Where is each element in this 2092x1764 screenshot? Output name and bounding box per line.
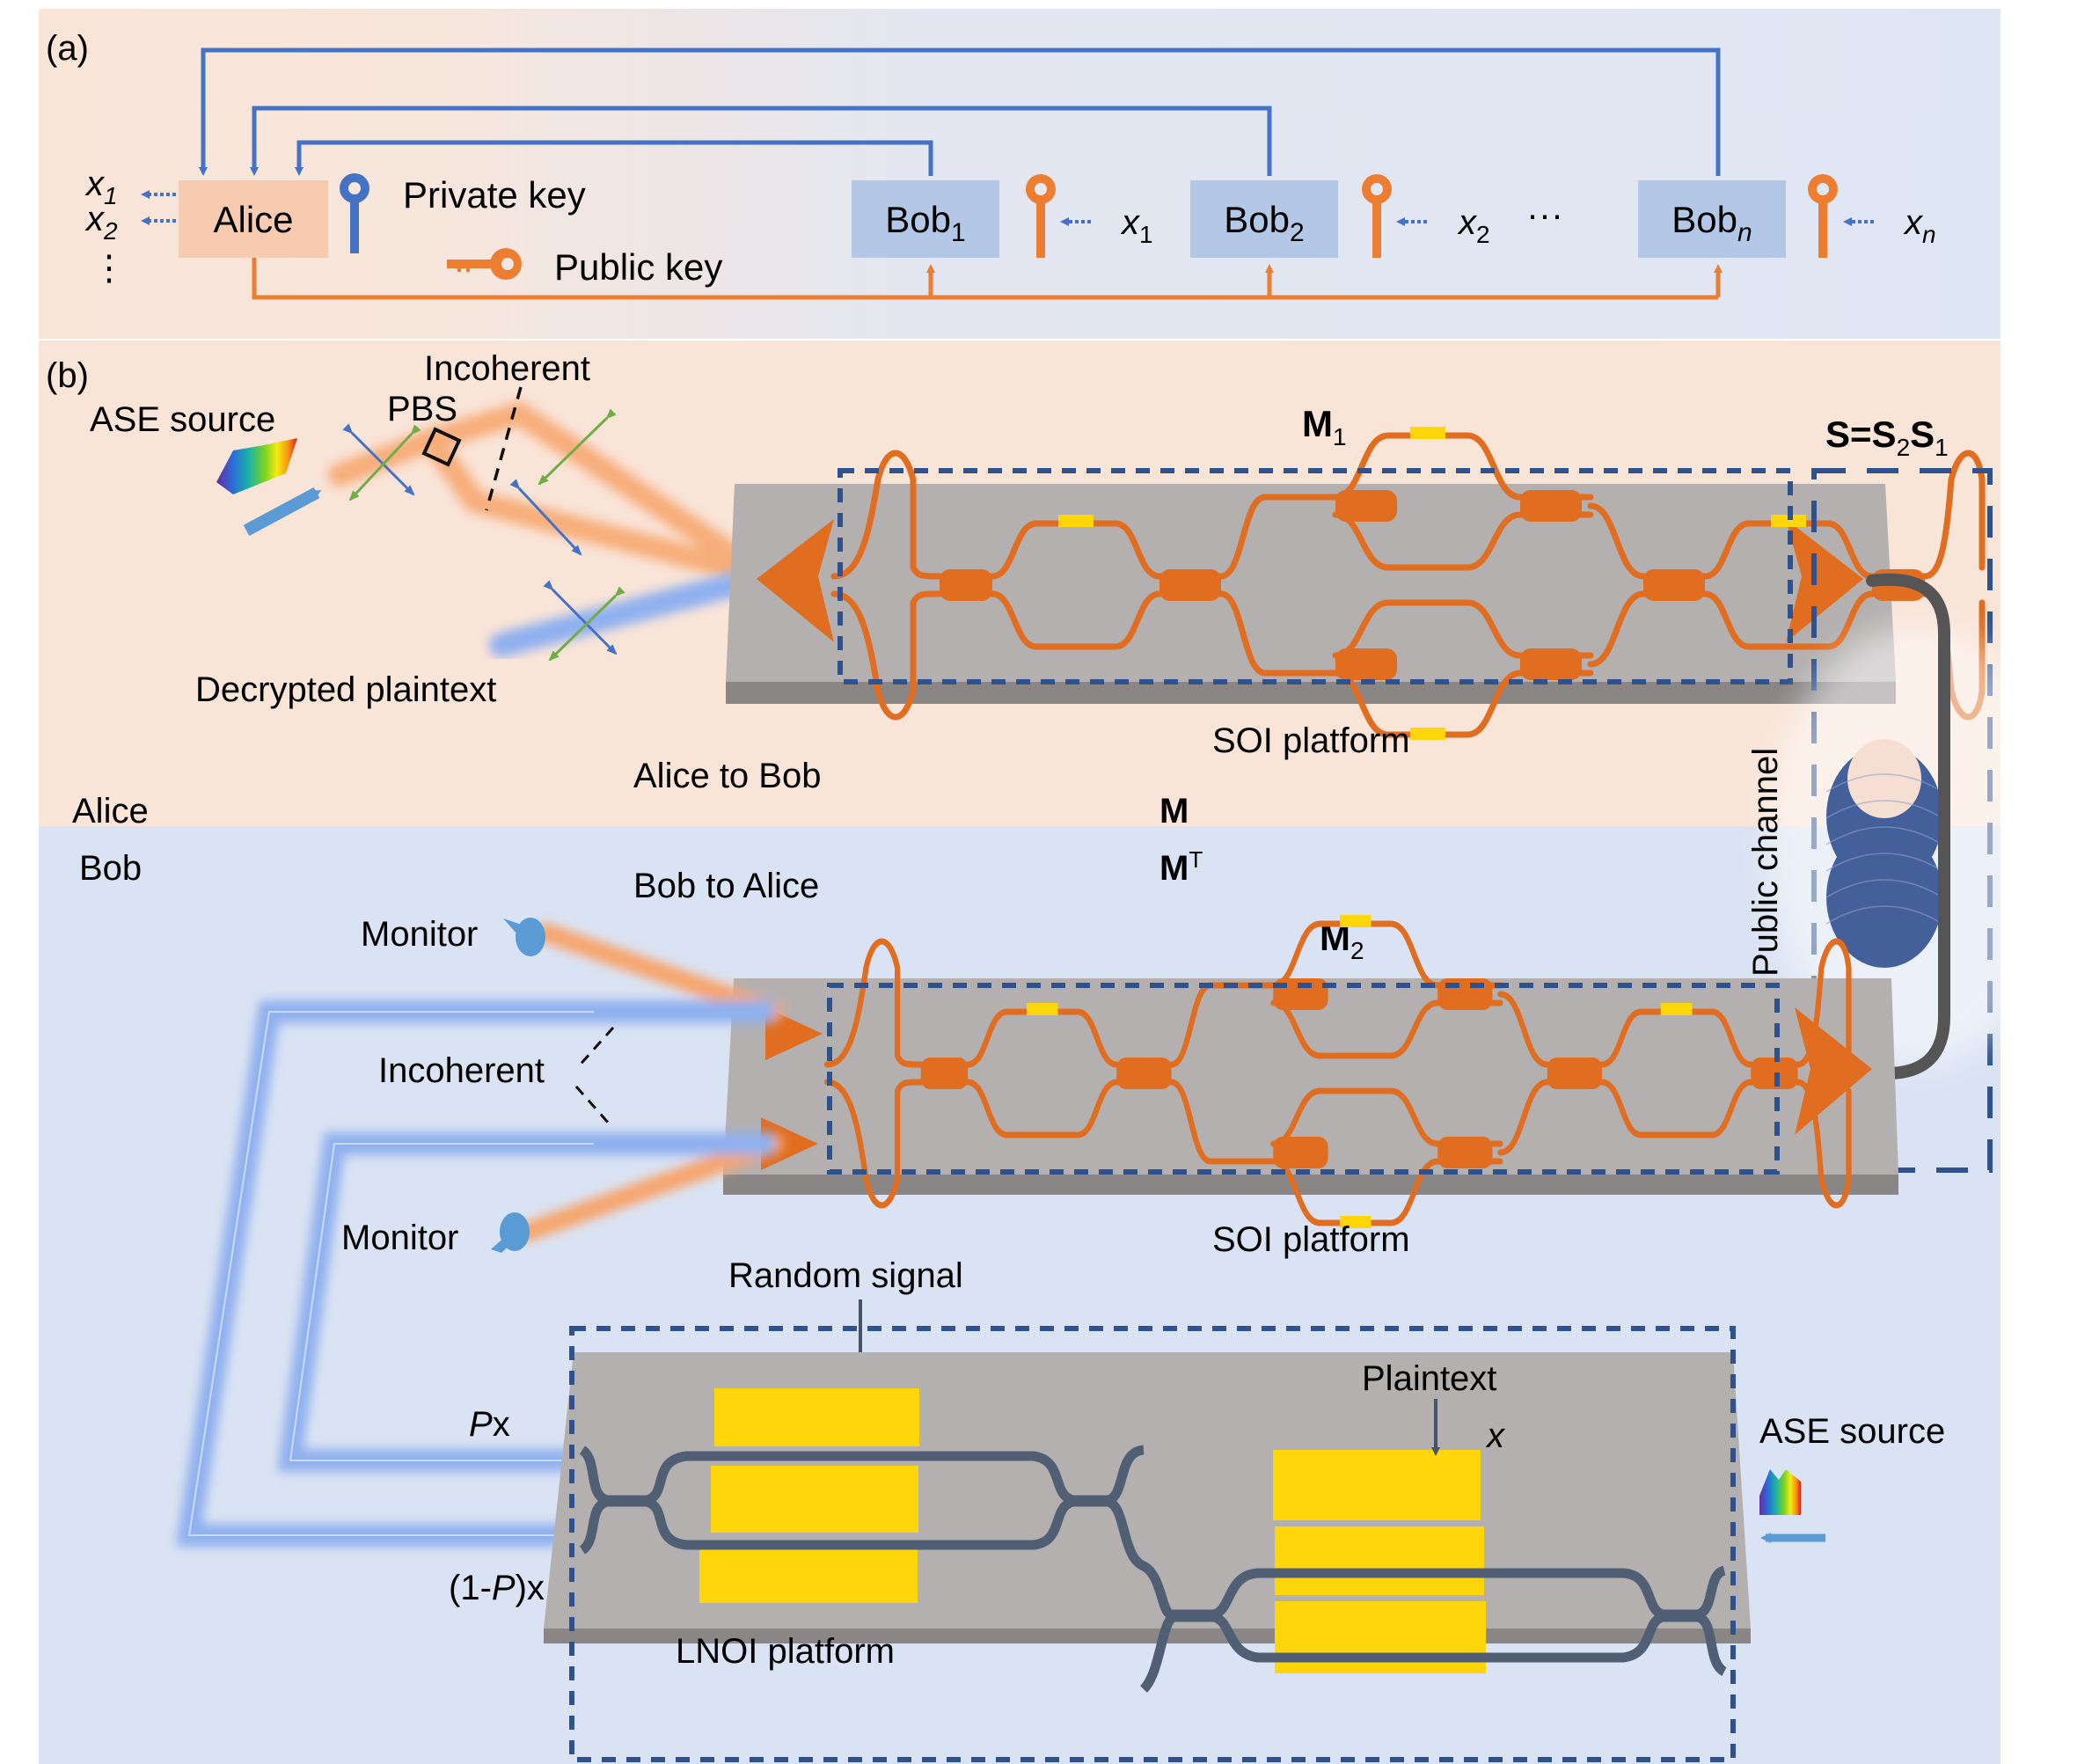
alice-box [179, 180, 328, 258]
incoherent-divider [485, 386, 523, 511]
ase-source-bottom-label: ASE source [1759, 1412, 1945, 1451]
pbs-cube-icon [421, 427, 462, 467]
monitor-bottom-icon [491, 1212, 530, 1253]
bob-input-xn: xn [1903, 203, 1936, 248]
legend-mt-label: MT [1159, 846, 1203, 888]
m1-label: M1 [1302, 403, 1347, 450]
alice-output-more: ⋮ [91, 249, 127, 288]
bob-node-2: Bob2 [1190, 180, 1338, 258]
panel-b-label: (b) [46, 356, 89, 395]
ase-input-arrow-icon [243, 487, 322, 537]
public-key-icon [1808, 174, 1838, 258]
ase-spectrum-icon [216, 438, 297, 494]
panel-a-background [39, 9, 2001, 339]
panel-a: (a) x1 x2 ⋮ Alice [39, 9, 2001, 339]
decrypted-plaintext-label: Decrypted plaintext [195, 670, 496, 709]
random-signal-label: Random signal [728, 1256, 963, 1295]
grating-coupler-top [765, 1007, 823, 1060]
incoherent-top-label: Incoherent [424, 349, 590, 388]
bob-box [1638, 180, 1786, 258]
public-key-icon [1026, 174, 1056, 258]
legend-bob-to-alice-label: Bob to Alice [633, 867, 819, 905]
bob-beam-core [187, 1011, 594, 1536]
plaintext-var: x [1485, 1416, 1506, 1455]
alice-section-label: Alice [72, 792, 149, 831]
grating-coupler-right [1786, 519, 1863, 642]
public-key-icon [447, 248, 522, 280]
line-bobn-to-alice [199, 48, 1721, 176]
public-key-icon [1362, 174, 1392, 258]
lnoi-chip [544, 1326, 1751, 1762]
monitor-bottom-label: Monitor [341, 1219, 458, 1257]
pbs-label: PBS [387, 390, 457, 428]
ellipsis: ··· [1526, 194, 1563, 235]
lnoi-dashed-box [569, 1326, 1736, 1762]
alice-output-x1: x1 [84, 165, 118, 209]
s-label: S=S2S1 [1825, 414, 1949, 461]
bob-node-1: Bob1 [852, 180, 999, 258]
bob-label: Bob2 [1224, 199, 1304, 247]
monitor-top-label: Monitor [361, 915, 478, 954]
ase-source-top-label: ASE source [90, 400, 275, 439]
public-channel-fiber [1768, 573, 2067, 1080]
one-minus-px-label: (1-P)x [449, 1569, 545, 1607]
soi-chip-m2 [723, 915, 1898, 1228]
bob-key-1: x1 [1026, 174, 1153, 258]
bob-key-2: x2 ··· [1362, 174, 1563, 258]
public-channel-label: Public channel [1746, 748, 1785, 977]
alice-node: Alice [179, 180, 328, 258]
panel-a-label: (a) [46, 29, 89, 68]
plaintext-label: Plaintext [1362, 1359, 1496, 1398]
bob-input-x2: x2 [1457, 203, 1490, 248]
panel-b: (b) Alice Bob ASE source PBS Incoherent … [39, 340, 2067, 1764]
lnoi-label: LNOI platform [676, 1632, 895, 1671]
bob-label: Bobn [1671, 199, 1752, 247]
grating-coupler-bottom [761, 1117, 818, 1170]
alice-label: Alice [213, 199, 293, 240]
line-bob2-to-alice [250, 106, 1272, 176]
m2-dashed-box [827, 983, 1780, 1175]
alice-output-x2: x2 [84, 200, 118, 245]
public-key-label: Public key [554, 246, 722, 288]
line-bob1-to-alice [295, 140, 933, 176]
soi-bottom-label: SOI platform [1212, 1220, 1410, 1259]
bob-key-n: xn [1808, 174, 1936, 258]
incoherent-bottom-divider [574, 1027, 615, 1125]
bob-label: Bob1 [885, 199, 965, 247]
alice-outputs: x1 x2 ⋮ [84, 165, 176, 288]
private-key-label: Private key [403, 174, 586, 216]
bob-node-n: Bobn [1638, 180, 1786, 258]
public-key-distribution-lines [252, 257, 1723, 300]
soi-top-label: SOI platform [1212, 721, 1410, 760]
polarization-arrows [342, 408, 625, 662]
bob-box [852, 180, 999, 258]
private-key-icon [340, 173, 369, 253]
monitor-top-icon [503, 918, 545, 956]
ase-spectrum-bottom-icon [1759, 1469, 1801, 1515]
px-label: Px [469, 1405, 510, 1444]
bob-to-alice-lines [199, 48, 1721, 176]
bob-box [1190, 180, 1338, 258]
soi-chip-m1 [726, 427, 1982, 740]
legend-m-label: M [1159, 792, 1189, 831]
m1-dashed-box [838, 468, 1793, 684]
bob-input-x1: x1 [1120, 203, 1153, 248]
legend-alice-to-bob-label: Alice to Bob [633, 757, 821, 795]
bob-section-label: Bob [79, 849, 142, 888]
incoherent-bottom-label: Incoherent [378, 1051, 545, 1090]
